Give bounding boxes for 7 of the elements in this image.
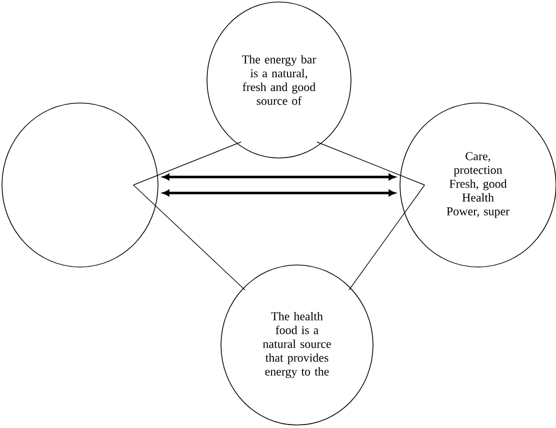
double-arrow (162, 174, 396, 180)
double-arrow (162, 190, 396, 196)
connector-line (133, 142, 242, 186)
connector-line (316, 142, 425, 186)
empty-circle (2, 102, 158, 268)
connector-line (133, 184, 246, 290)
connector-line (348, 184, 425, 290)
